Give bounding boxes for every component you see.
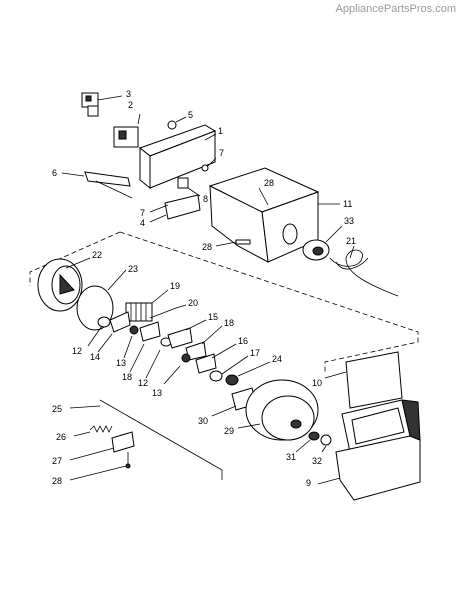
part-33-bearing [302, 225, 343, 261]
callout-3: 3 [126, 89, 131, 99]
watermark-text: AppliancePartsPros.com [335, 3, 456, 15]
callout-12a: 12 [72, 346, 82, 356]
part-22-crusher-wheel [37, 257, 91, 312]
callout-5: 5 [188, 110, 193, 120]
part-1-housing [138, 124, 217, 190]
part-28-screw-upper [258, 187, 269, 206]
callout-29: 29 [224, 426, 234, 436]
callout-27: 27 [52, 456, 62, 466]
callout-2: 2 [128, 100, 133, 110]
part-31-nut [295, 431, 320, 453]
callout-31: 31 [286, 452, 296, 462]
callout-23: 23 [128, 264, 138, 274]
part-4-flap [149, 194, 201, 223]
callout-6: 6 [52, 168, 57, 178]
callout-30: 30 [198, 416, 208, 426]
callout-26: 26 [56, 432, 66, 442]
callout-14: 14 [90, 352, 100, 362]
part-13-spacer-b [163, 353, 191, 385]
part-3-solenoid [81, 92, 123, 117]
part-7-screw [201, 157, 217, 172]
callout-16: 16 [238, 336, 248, 346]
part-26-spring [73, 425, 113, 437]
callout-17: 17 [250, 348, 260, 358]
callout-33: 33 [344, 216, 354, 226]
callout-4: 4 [140, 218, 145, 228]
callout-8: 8 [203, 194, 208, 204]
part-12-washer-b [145, 337, 172, 379]
callout-13b: 13 [152, 388, 162, 398]
callout-9: 9 [306, 478, 311, 488]
part-14-blade [97, 311, 131, 353]
part-29-auger-motor [237, 379, 319, 441]
part-16-blade [195, 343, 237, 374]
part-18-blade-a [129, 321, 161, 373]
part-8-clip [177, 177, 201, 197]
callout-18a: 18 [224, 318, 234, 328]
part-25-rod [69, 399, 223, 480]
part-27-bracket [69, 431, 135, 461]
assembly-boundary [119, 231, 419, 372]
part-6-bracket [61, 171, 133, 199]
callout-28b: 28 [202, 242, 212, 252]
callout-28c: 28 [52, 476, 62, 486]
callout-1: 1 [218, 126, 223, 136]
callout-28a: 28 [264, 178, 274, 188]
callout-11: 11 [343, 199, 352, 209]
part-5-screw [167, 116, 187, 130]
part-18-blade-b [185, 325, 223, 361]
part-17-washer [209, 355, 249, 382]
callout-12b: 12 [138, 378, 148, 388]
part-13-spacer [123, 325, 139, 359]
part-12-washer [87, 316, 111, 347]
part-24-hub [225, 361, 271, 386]
callout-18b: 18 [122, 372, 132, 382]
part-28-screw-lower [69, 452, 131, 481]
part-20-shaft [149, 304, 187, 319]
callout-7b: 7 [140, 208, 145, 218]
callout-10: 10 [312, 378, 322, 388]
callout-25: 25 [52, 404, 62, 414]
part-19-coil [125, 289, 169, 322]
callout-22: 22 [92, 250, 102, 260]
callout-19: 19 [170, 281, 180, 291]
callout-21: 21 [346, 236, 356, 246]
callout-20: 20 [188, 298, 198, 308]
callout-7a: 7 [219, 148, 224, 158]
callout-13a: 13 [116, 358, 126, 368]
part-11-auger-housing [208, 167, 340, 263]
callout-24: 24 [272, 354, 282, 364]
callout-15: 15 [208, 312, 218, 322]
part-15-blade [167, 319, 207, 349]
part-2-switch [113, 113, 141, 148]
callout-32: 32 [312, 456, 322, 466]
part-32-washer [320, 434, 332, 453]
part-10-door [324, 351, 403, 409]
part-21-wire-harness [329, 245, 399, 297]
part-28-screw-left [215, 239, 251, 247]
assembly-boundary-left [29, 231, 121, 286]
part-9-ice-bucket [317, 399, 421, 501]
